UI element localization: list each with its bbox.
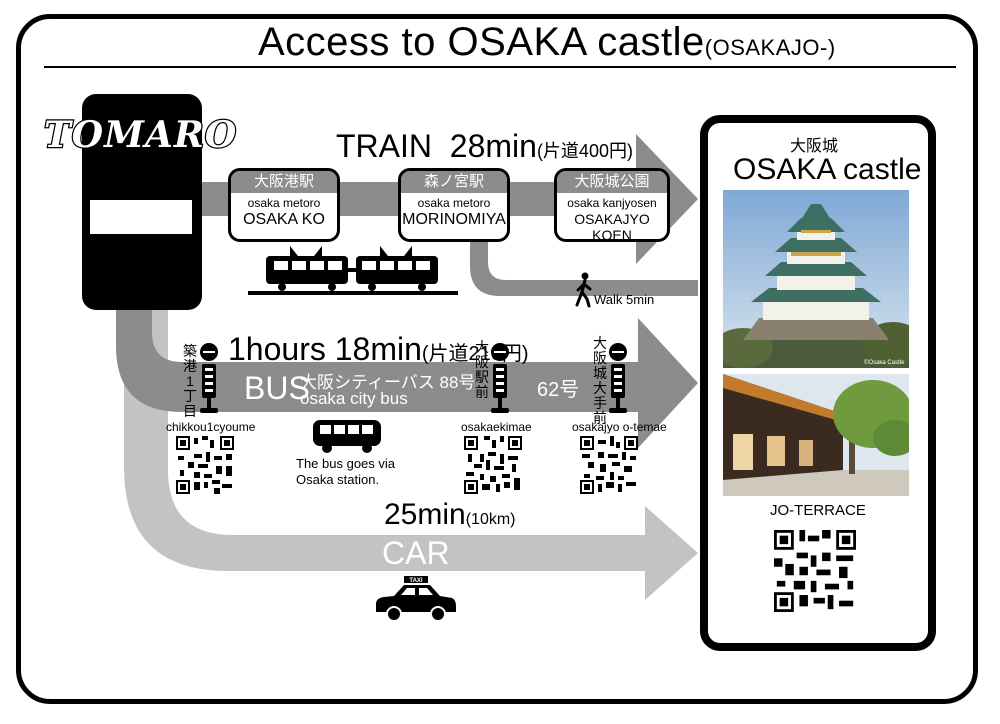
terrace-label: JO-TERRACE (770, 502, 866, 519)
bus-mode-label: BUS (244, 370, 310, 406)
bus-route-62: 62号 (537, 379, 580, 401)
train-heading: TRAIN 28min(片道400円) (336, 128, 633, 164)
bus-stop-icon (491, 343, 509, 413)
bus-stop-icon (609, 343, 627, 413)
station-morinomiya: 森ノ宮駅 osaka metoro MORINOMIYA (398, 168, 510, 242)
car-route-arrow (124, 230, 698, 600)
castle-name-en: OSAKA castle (733, 153, 922, 186)
car-mode-label: CAR (382, 535, 450, 571)
station-osakako: 大阪港駅 osaka metoro OSAKA KO (228, 168, 340, 242)
castle-photo (723, 190, 909, 368)
stop-2-name-jp: 大阪駅前 (475, 339, 489, 400)
bus-name-jp: 大阪シティーバス 88号 (300, 373, 476, 392)
taxi-icon: TAXI (376, 576, 456, 622)
car-heading: 25min(10km) (384, 498, 516, 531)
stop-2-name-en: osakaekimae (461, 420, 532, 434)
rail-line (248, 291, 458, 295)
outer-frame (16, 14, 978, 704)
bus-heading: 1hours 18min(片道210円) (228, 331, 529, 367)
castle-name-jp: 大阪城 (790, 138, 839, 155)
title-divider (44, 66, 956, 68)
bus-route-arrow (116, 292, 698, 448)
stop-3-name-jp: 大阪城大手前 (593, 335, 607, 426)
terrace-photo (723, 374, 909, 496)
bus-name-en: osaka city bus (300, 389, 408, 408)
qr-code-icon[interactable] (464, 436, 522, 494)
stop-1-name-jp: 築港1丁目 (183, 343, 197, 419)
photo-credit: ©Osaka Castle (864, 360, 905, 366)
bus-icon (313, 420, 381, 453)
tram-icon (266, 246, 438, 291)
walk-label: Walk 5min (594, 292, 655, 307)
qr-code-icon[interactable] (176, 436, 234, 494)
bus-stop-icon (200, 343, 218, 413)
qr-code-icon[interactable] (774, 530, 856, 612)
page-title: Access to OSAKA castle(OSAKAJO-) (258, 20, 836, 64)
stop-3-name-en: osakajyo o-temae (572, 420, 667, 434)
stop-1-name-en: chikkou1cyoume (166, 420, 256, 434)
station-osakajyokoen: 大阪城公園 osaka kanjyosen OSAKAJYO KOEN (554, 168, 670, 242)
walker-icon (575, 272, 592, 308)
tomaro-door (90, 200, 192, 234)
taxi-sign: TAXI (409, 578, 423, 584)
qr-code-icon[interactable] (580, 436, 638, 494)
origin-label: TOMARO (43, 113, 238, 158)
